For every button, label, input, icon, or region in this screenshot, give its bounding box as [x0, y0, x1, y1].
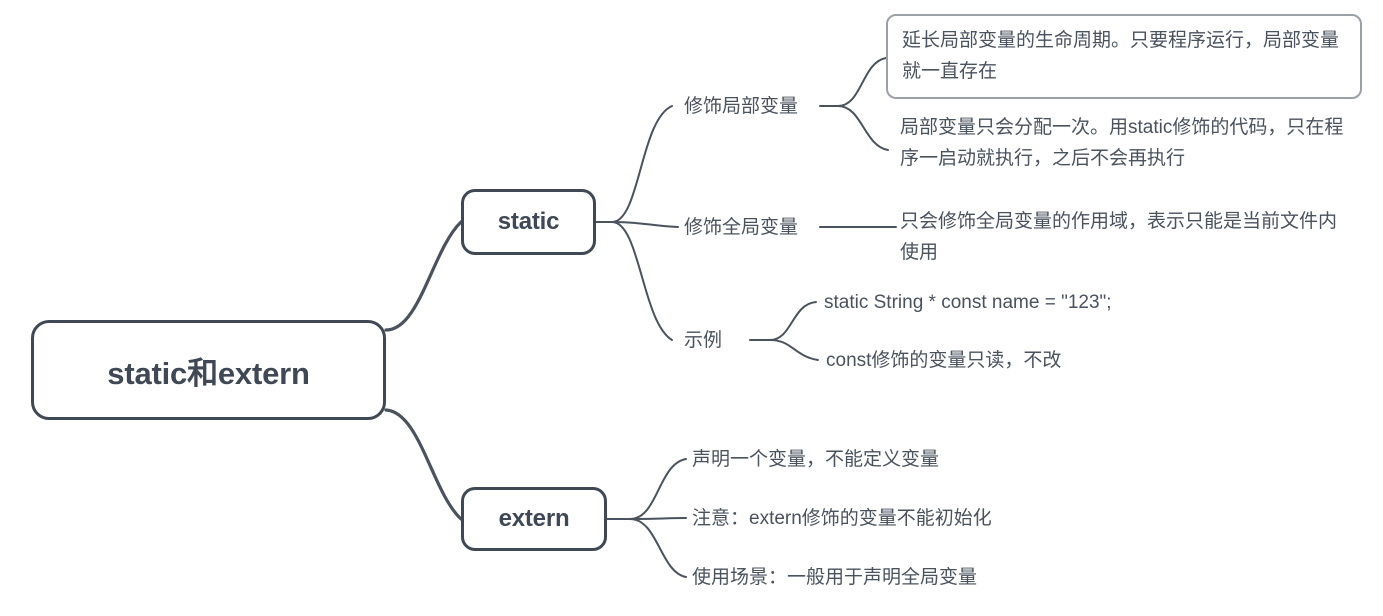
connector-extern-to-declare	[629, 458, 687, 520]
connector-static-to-local	[611, 105, 673, 223]
leaf-example-code[interactable]: static String * const name = "123";	[824, 292, 1112, 313]
connector-local-to-lifetime	[837, 57, 887, 107]
branch-node-static[interactable]: static	[461, 189, 596, 255]
connector-root-to-extern	[384, 408, 463, 521]
connector-static-to-example	[611, 221, 673, 341]
root-node[interactable]: static和extern	[31, 320, 386, 420]
connector-static-to-global	[611, 221, 679, 228]
leaf-modify-global-variable[interactable]: 修饰全局变量	[684, 217, 799, 238]
connector-extern-to-usecase	[629, 518, 687, 578]
leaf-example-const-note[interactable]: const修饰的变量只读，不改	[826, 350, 1062, 371]
branch-node-extern[interactable]: extern	[461, 487, 607, 551]
connector-example-to-const	[769, 339, 819, 361]
leaf-local-allocation-once[interactable]: 局部变量只会分配一次。用static修饰的代码，只在程序一启动就执行，之后不会再…	[900, 117, 1344, 169]
leaf-global-scope-note[interactable]: 只会修饰全局变量的作用域，表示只能是当前文件内使用	[900, 211, 1338, 263]
connector-extern-to-note	[629, 517, 687, 520]
leaf-extern-note[interactable]: 注意：extern修饰的变量不能初始化	[692, 508, 992, 529]
leaf-modify-local-variable[interactable]: 修饰局部变量	[684, 96, 799, 117]
leaf-extern-declare[interactable]: 声明一个变量，不能定义变量	[692, 449, 940, 470]
leaf-example[interactable]: 示例	[684, 330, 723, 351]
connector-example-to-code	[769, 301, 817, 341]
leaf-local-lifetime-boxed[interactable]: 延长局部变量的生命周期。只要程序运行，局部变量就一直存在	[886, 14, 1362, 99]
connector-root-to-static	[384, 220, 463, 332]
leaf-extern-usecase[interactable]: 使用场景：一般用于声明全局变量	[692, 567, 978, 588]
connector-local-to-allocation	[837, 105, 889, 151]
